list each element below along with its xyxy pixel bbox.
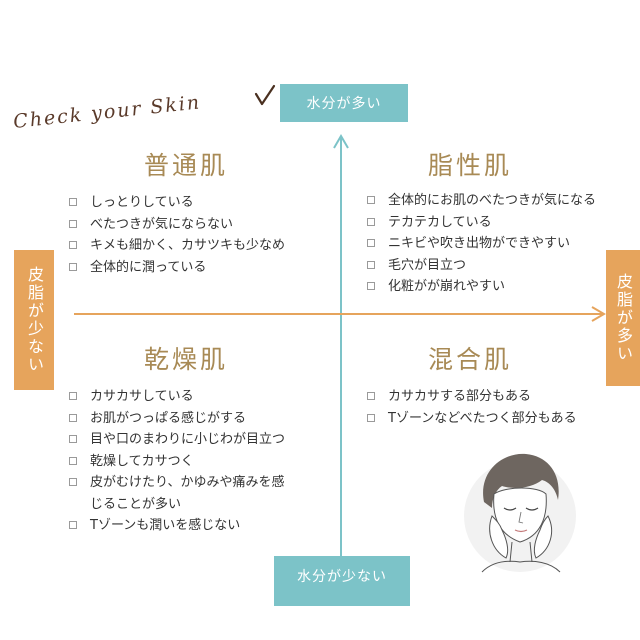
list-item: しっとりしている (68, 192, 285, 214)
combination-skin-list: カサカサする部分もある Tゾーンなどべたつく部分もある (366, 386, 577, 429)
oily-skin-list: 全体的にお肌のべたつきが気になる テカテカしている ニキビや吹き出物ができやすい… (366, 190, 596, 298)
checkbox-icon (367, 217, 375, 226)
sebum-high-label: 皮脂が多い (606, 250, 640, 386)
checkbox-icon (69, 413, 77, 422)
list-item: 目や口のまわりに小じわが目立つ (68, 429, 285, 451)
dry-skin-title: 乾燥肌 (144, 345, 229, 374)
checkbox-icon (367, 413, 375, 422)
normal-skin-title: 普通肌 (144, 151, 229, 180)
checkmark-icon (254, 84, 276, 106)
list-item: べたつきが気にならない (68, 214, 285, 236)
combination-skin-title: 混合肌 (428, 345, 513, 374)
list-item: お肌がつっぱる感じがする (68, 408, 285, 430)
normal-skin-list: しっとりしている べたつきが気にならない キメも細かく、カサツキも少なめ 全体的… (68, 192, 285, 278)
checkbox-icon (69, 198, 77, 206)
vertical-axis-arrowhead (333, 134, 349, 149)
checkbox-icon (69, 456, 77, 465)
list-item: カサカサしている (68, 386, 285, 408)
script-title-text: Check your Skin (12, 91, 202, 133)
list-item: Tゾーンも潤いを感じない (68, 515, 285, 537)
check-your-skin-title: Check your Skin (12, 82, 292, 142)
checkbox-icon (69, 392, 77, 400)
list-item: 乾燥してカサつく (68, 451, 285, 473)
moisture-high-label: 水分が多い (280, 84, 408, 122)
list-item: 毛穴が目立つ (366, 255, 596, 277)
list-item: 皮がむけたり、かゆみや痛みを感 (68, 472, 285, 494)
list-item: キメも細かく、カサツキも少なめ (68, 235, 285, 257)
oily-skin-title: 脂性肌 (428, 151, 513, 180)
checkbox-icon (367, 196, 375, 204)
checkbox-icon (367, 392, 375, 400)
list-item: テカテカしている (366, 212, 596, 234)
horizontal-axis-arrowhead (591, 306, 606, 322)
checkbox-icon (69, 521, 77, 529)
woman-face-illustration (462, 446, 578, 578)
checkbox-icon (69, 219, 77, 228)
list-item: 化粧がが崩れやすい (366, 276, 596, 298)
checkbox-icon (367, 282, 375, 290)
checkbox-icon (69, 435, 77, 443)
list-item: 全体的にお肌のべたつきが気になる (366, 190, 596, 212)
list-item: 全体的に潤っている (68, 257, 285, 279)
list-item: カサカサする部分もある (366, 386, 577, 408)
checkbox-icon (69, 478, 77, 486)
checkbox-icon (69, 262, 77, 271)
list-item-continuation: じることが多い (90, 496, 182, 512)
sebum-low-label: 皮脂が少ない (14, 250, 54, 390)
list-item: Tゾーンなどべたつく部分もある (366, 408, 577, 430)
dry-skin-list: カサカサしている お肌がつっぱる感じがする 目や口のまわりに小じわが目立つ 乾燥… (68, 386, 285, 537)
checkbox-icon (367, 260, 375, 269)
moisture-low-label: 水分が少ない (274, 556, 410, 606)
list-item: ニキビや吹き出物ができやすい (366, 233, 596, 255)
checkbox-icon (69, 241, 77, 249)
checkbox-icon (367, 239, 375, 247)
